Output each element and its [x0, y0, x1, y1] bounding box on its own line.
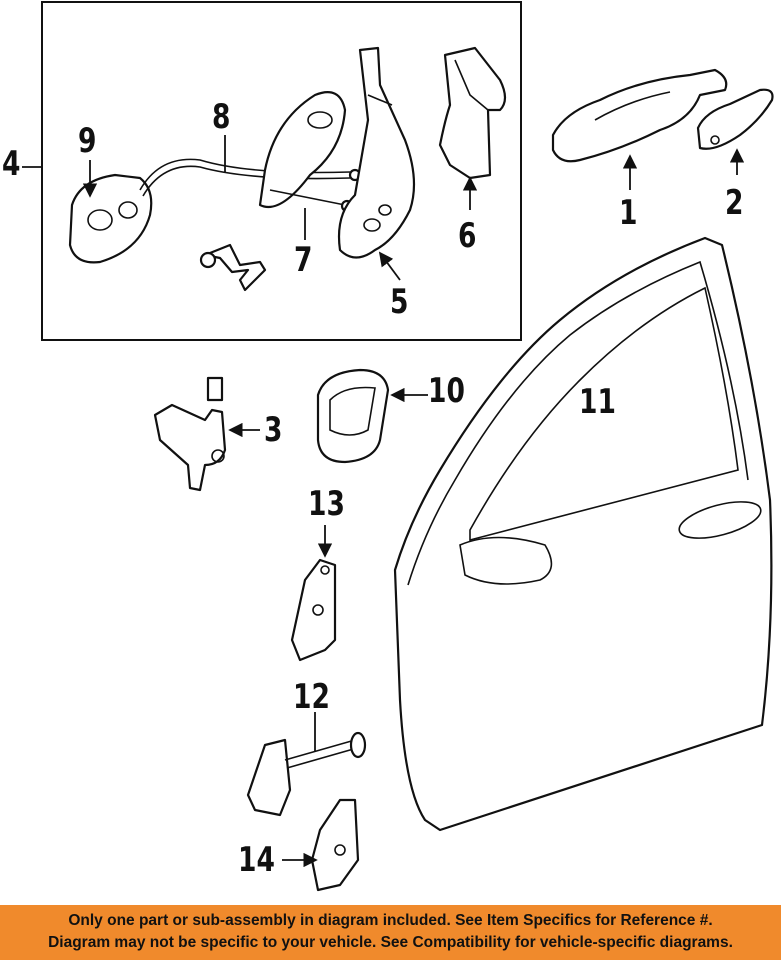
callout-11: 11 — [579, 382, 616, 422]
disclaimer-line-2: Diagram may not be specific to your vehi… — [48, 934, 733, 951]
callout-13: 13 — [308, 484, 345, 524]
handle-bezel-part — [316, 368, 428, 464]
latch-bracket-part — [438, 46, 507, 210]
parts-diagram — [22, 1, 774, 892]
callout-1: 1 — [619, 193, 638, 233]
callout-6: 6 — [458, 216, 477, 256]
door-panel — [393, 236, 773, 832]
clip-part — [203, 243, 267, 292]
callout-4: 4 — [2, 144, 21, 184]
callout-10: 10 — [428, 371, 465, 411]
callout-7: 7 — [294, 240, 313, 280]
inner-handle-part — [68, 160, 153, 264]
callout-12: 12 — [293, 677, 330, 717]
callout-8: 8 — [212, 97, 231, 137]
callout-2: 2 — [725, 183, 744, 223]
callout-14: 14 — [238, 840, 275, 880]
latch-part — [337, 46, 416, 281]
disclaimer-line-1: Only one part or sub-assembly in diagram… — [68, 912, 713, 929]
lower-hinge-part — [282, 798, 360, 892]
disclaimer-footer: Only one part or sub-assembly in diagram… — [0, 905, 781, 960]
door-check-part — [246, 712, 367, 817]
callout-9: 9 — [78, 121, 97, 161]
sensor-part — [153, 376, 260, 492]
handle-cover-part — [696, 88, 774, 175]
rod-part — [258, 91, 354, 240]
callout-5: 5 — [390, 282, 409, 322]
upper-hinge-part — [290, 525, 337, 662]
outer-handle-part — [551, 68, 728, 190]
callout-3: 3 — [264, 410, 283, 450]
subassembly-box — [41, 1, 522, 341]
